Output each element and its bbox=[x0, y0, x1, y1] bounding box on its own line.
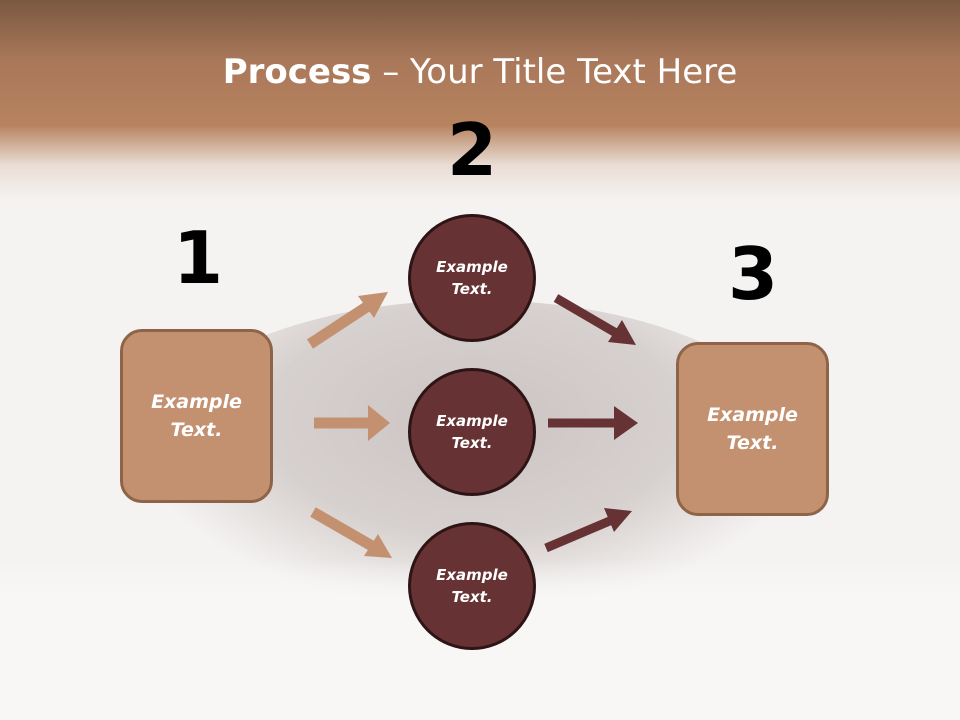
arrow-to-circle-1 bbox=[306, 292, 388, 349]
step-number-2: 2 bbox=[446, 108, 498, 192]
left-box-line1: Example bbox=[151, 390, 242, 413]
arrow-from-circle-2 bbox=[548, 406, 638, 440]
step-number-3: 3 bbox=[727, 232, 779, 316]
title-bold: Process bbox=[222, 52, 372, 92]
arrow-from-circle-3 bbox=[544, 508, 632, 553]
circle-3-line1: Example bbox=[436, 565, 508, 584]
circle-1-line2: Text. bbox=[451, 280, 493, 298]
header-band bbox=[0, 0, 960, 200]
arrow-to-circle-2 bbox=[314, 405, 390, 441]
circle-1-line1: Example bbox=[436, 257, 508, 276]
step-number-1: 1 bbox=[172, 216, 224, 300]
circle-3-line2: Text. bbox=[451, 588, 493, 606]
arrow-from-circle-1 bbox=[553, 294, 636, 345]
title-rest: – Your Title Text Here bbox=[371, 52, 738, 92]
slide-title: Process – Your Title Text Here bbox=[0, 52, 960, 92]
left-box-line2: Text. bbox=[170, 419, 223, 441]
arrow-to-circle-3 bbox=[310, 507, 392, 558]
circle-2-line2: Text. bbox=[451, 434, 493, 452]
right-box-line1: Example bbox=[707, 403, 798, 426]
right-box-line2: Text. bbox=[726, 432, 779, 454]
circle-2-line1: Example bbox=[436, 411, 508, 430]
